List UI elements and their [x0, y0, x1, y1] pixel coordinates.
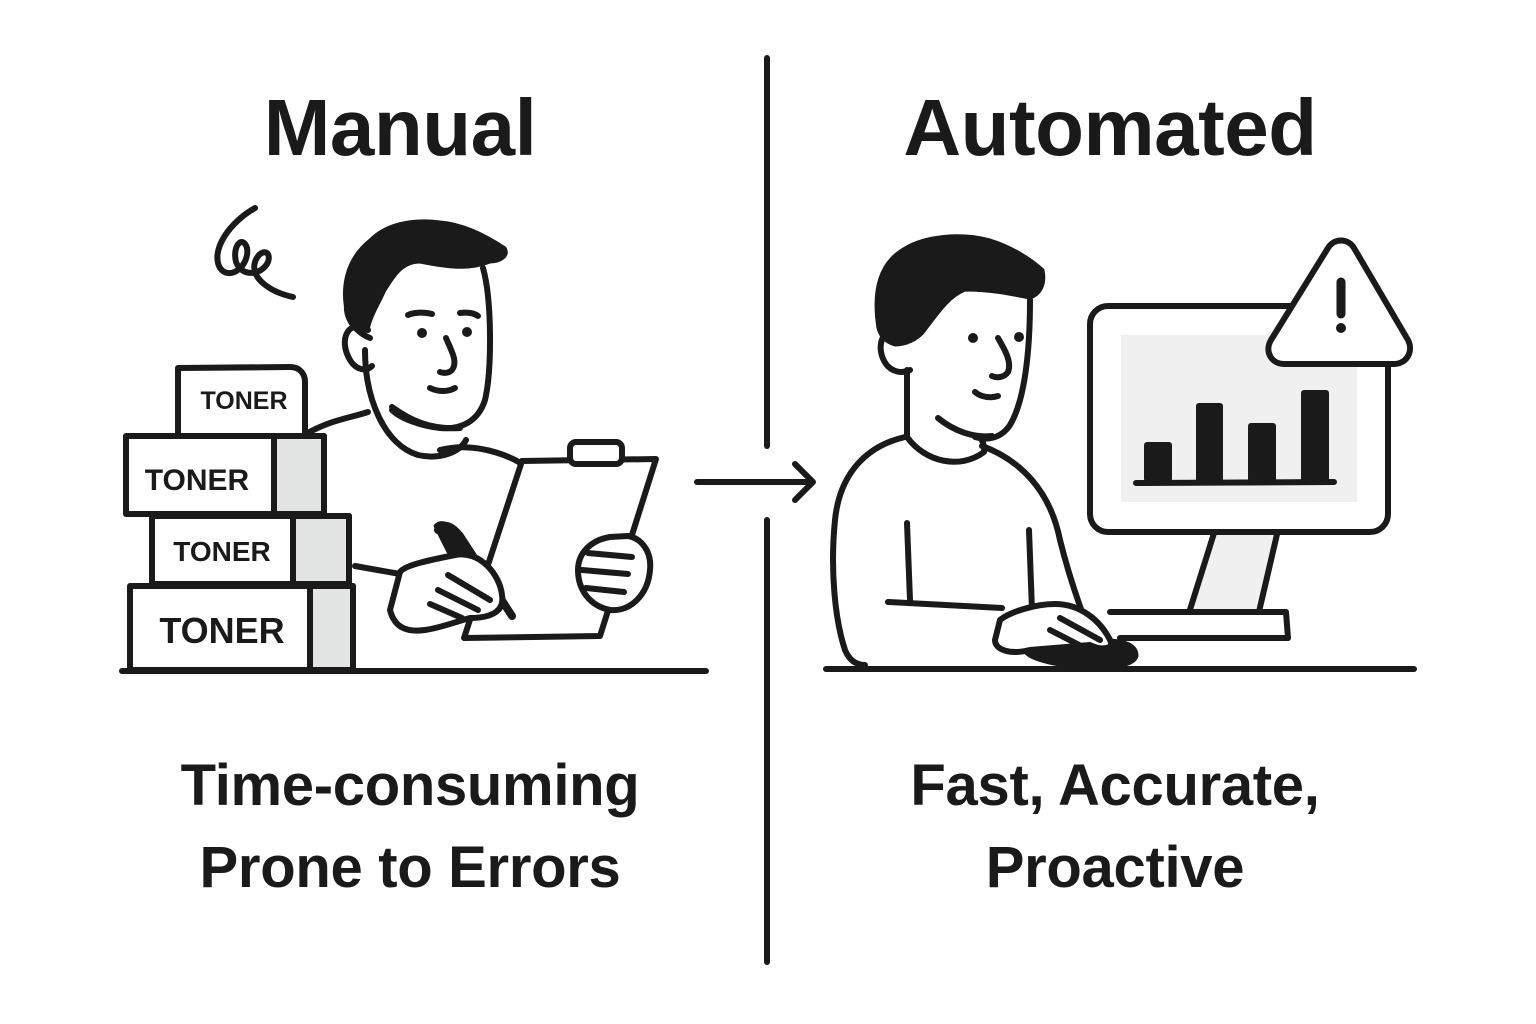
manual-title: Manual	[263, 83, 537, 172]
toner-label-1: TONER	[200, 387, 287, 415]
manual-caption-line-2: Prone to Errors	[199, 835, 621, 900]
arrow-right-icon	[694, 461, 816, 503]
hand-holding-clipboard	[575, 533, 654, 614]
pen	[433, 521, 516, 620]
toner-label-4: TONER	[159, 610, 284, 651]
automated-title: Automated	[903, 83, 1317, 172]
toner-label-2: TONER	[145, 464, 250, 497]
toner-box-4	[127, 583, 356, 673]
toner-label-3: TONER	[173, 536, 271, 567]
monitor-stand	[1107, 527, 1291, 641]
automated-caption: Fast, Accurate, Proactive	[830, 745, 1400, 909]
automated-caption-line-2: Proactive	[985, 835, 1245, 900]
hand-on-mouse	[992, 601, 1139, 670]
automated-caption-line-1: Fast, Accurate,	[910, 753, 1320, 818]
toner-box-3	[149, 513, 352, 587]
warning-triangle-icon	[1265, 237, 1414, 367]
toner-box-1	[175, 364, 308, 437]
hand-writing	[387, 551, 506, 634]
bar-chart-icon	[1144, 390, 1329, 482]
manual-caption-line-1: Time-consuming	[180, 753, 640, 818]
person-automated	[830, 234, 1085, 668]
manual-caption: Time-consuming Prone to Errors	[110, 745, 710, 909]
toner-stack	[123, 364, 356, 673]
stress-scribble-icon	[214, 205, 296, 300]
